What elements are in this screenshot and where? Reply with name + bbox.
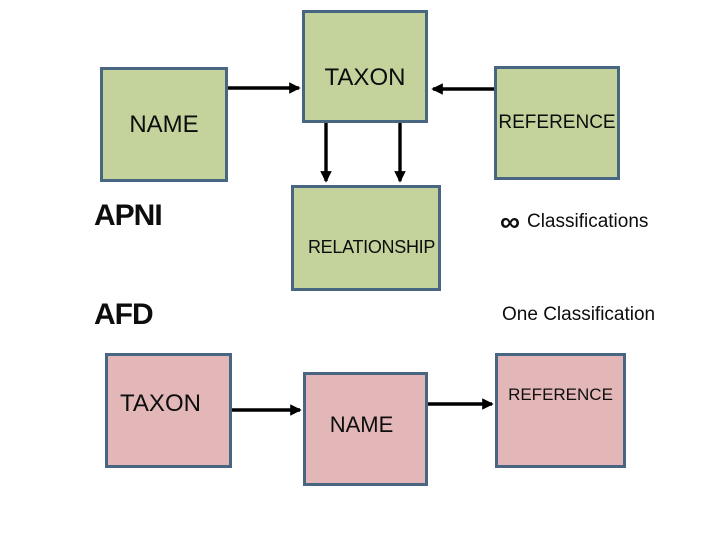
apni-cardinality-annotation: ∞ Classifications	[500, 206, 649, 238]
afd-reference-box: REFERENCE	[495, 353, 626, 468]
afd-taxon-box: TAXON	[105, 353, 232, 468]
apni-relationship-box-label: RELATIONSHIP	[307, 237, 436, 258]
apni-section-label: APNI	[94, 199, 163, 232]
afd-cardinality-annotation: One Classification	[502, 304, 656, 325]
afd-reference-box-label: REFERENCE	[508, 384, 613, 404]
infinity-icon: ∞	[500, 206, 520, 238]
classifications-label: Classifications	[526, 211, 649, 232]
afd-name-box: NAME	[303, 372, 428, 486]
apni-name-box-label: NAME	[129, 110, 199, 138]
apni-taxon-box: TAXON	[302, 10, 428, 123]
afd-section-label: AFD	[94, 298, 154, 331]
apni-reference-box: REFERENCE	[494, 66, 620, 180]
afd-name-box-label: NAME	[329, 412, 394, 438]
apni-reference-box-label: REFERENCE	[498, 112, 616, 134]
afd-taxon-box-label: TAXON	[120, 389, 201, 417]
apni-name-box: NAME	[100, 67, 228, 182]
apni-relationship-box: RELATIONSHIP	[291, 185, 441, 291]
apni-taxon-box-label: TAXON	[324, 63, 406, 91]
